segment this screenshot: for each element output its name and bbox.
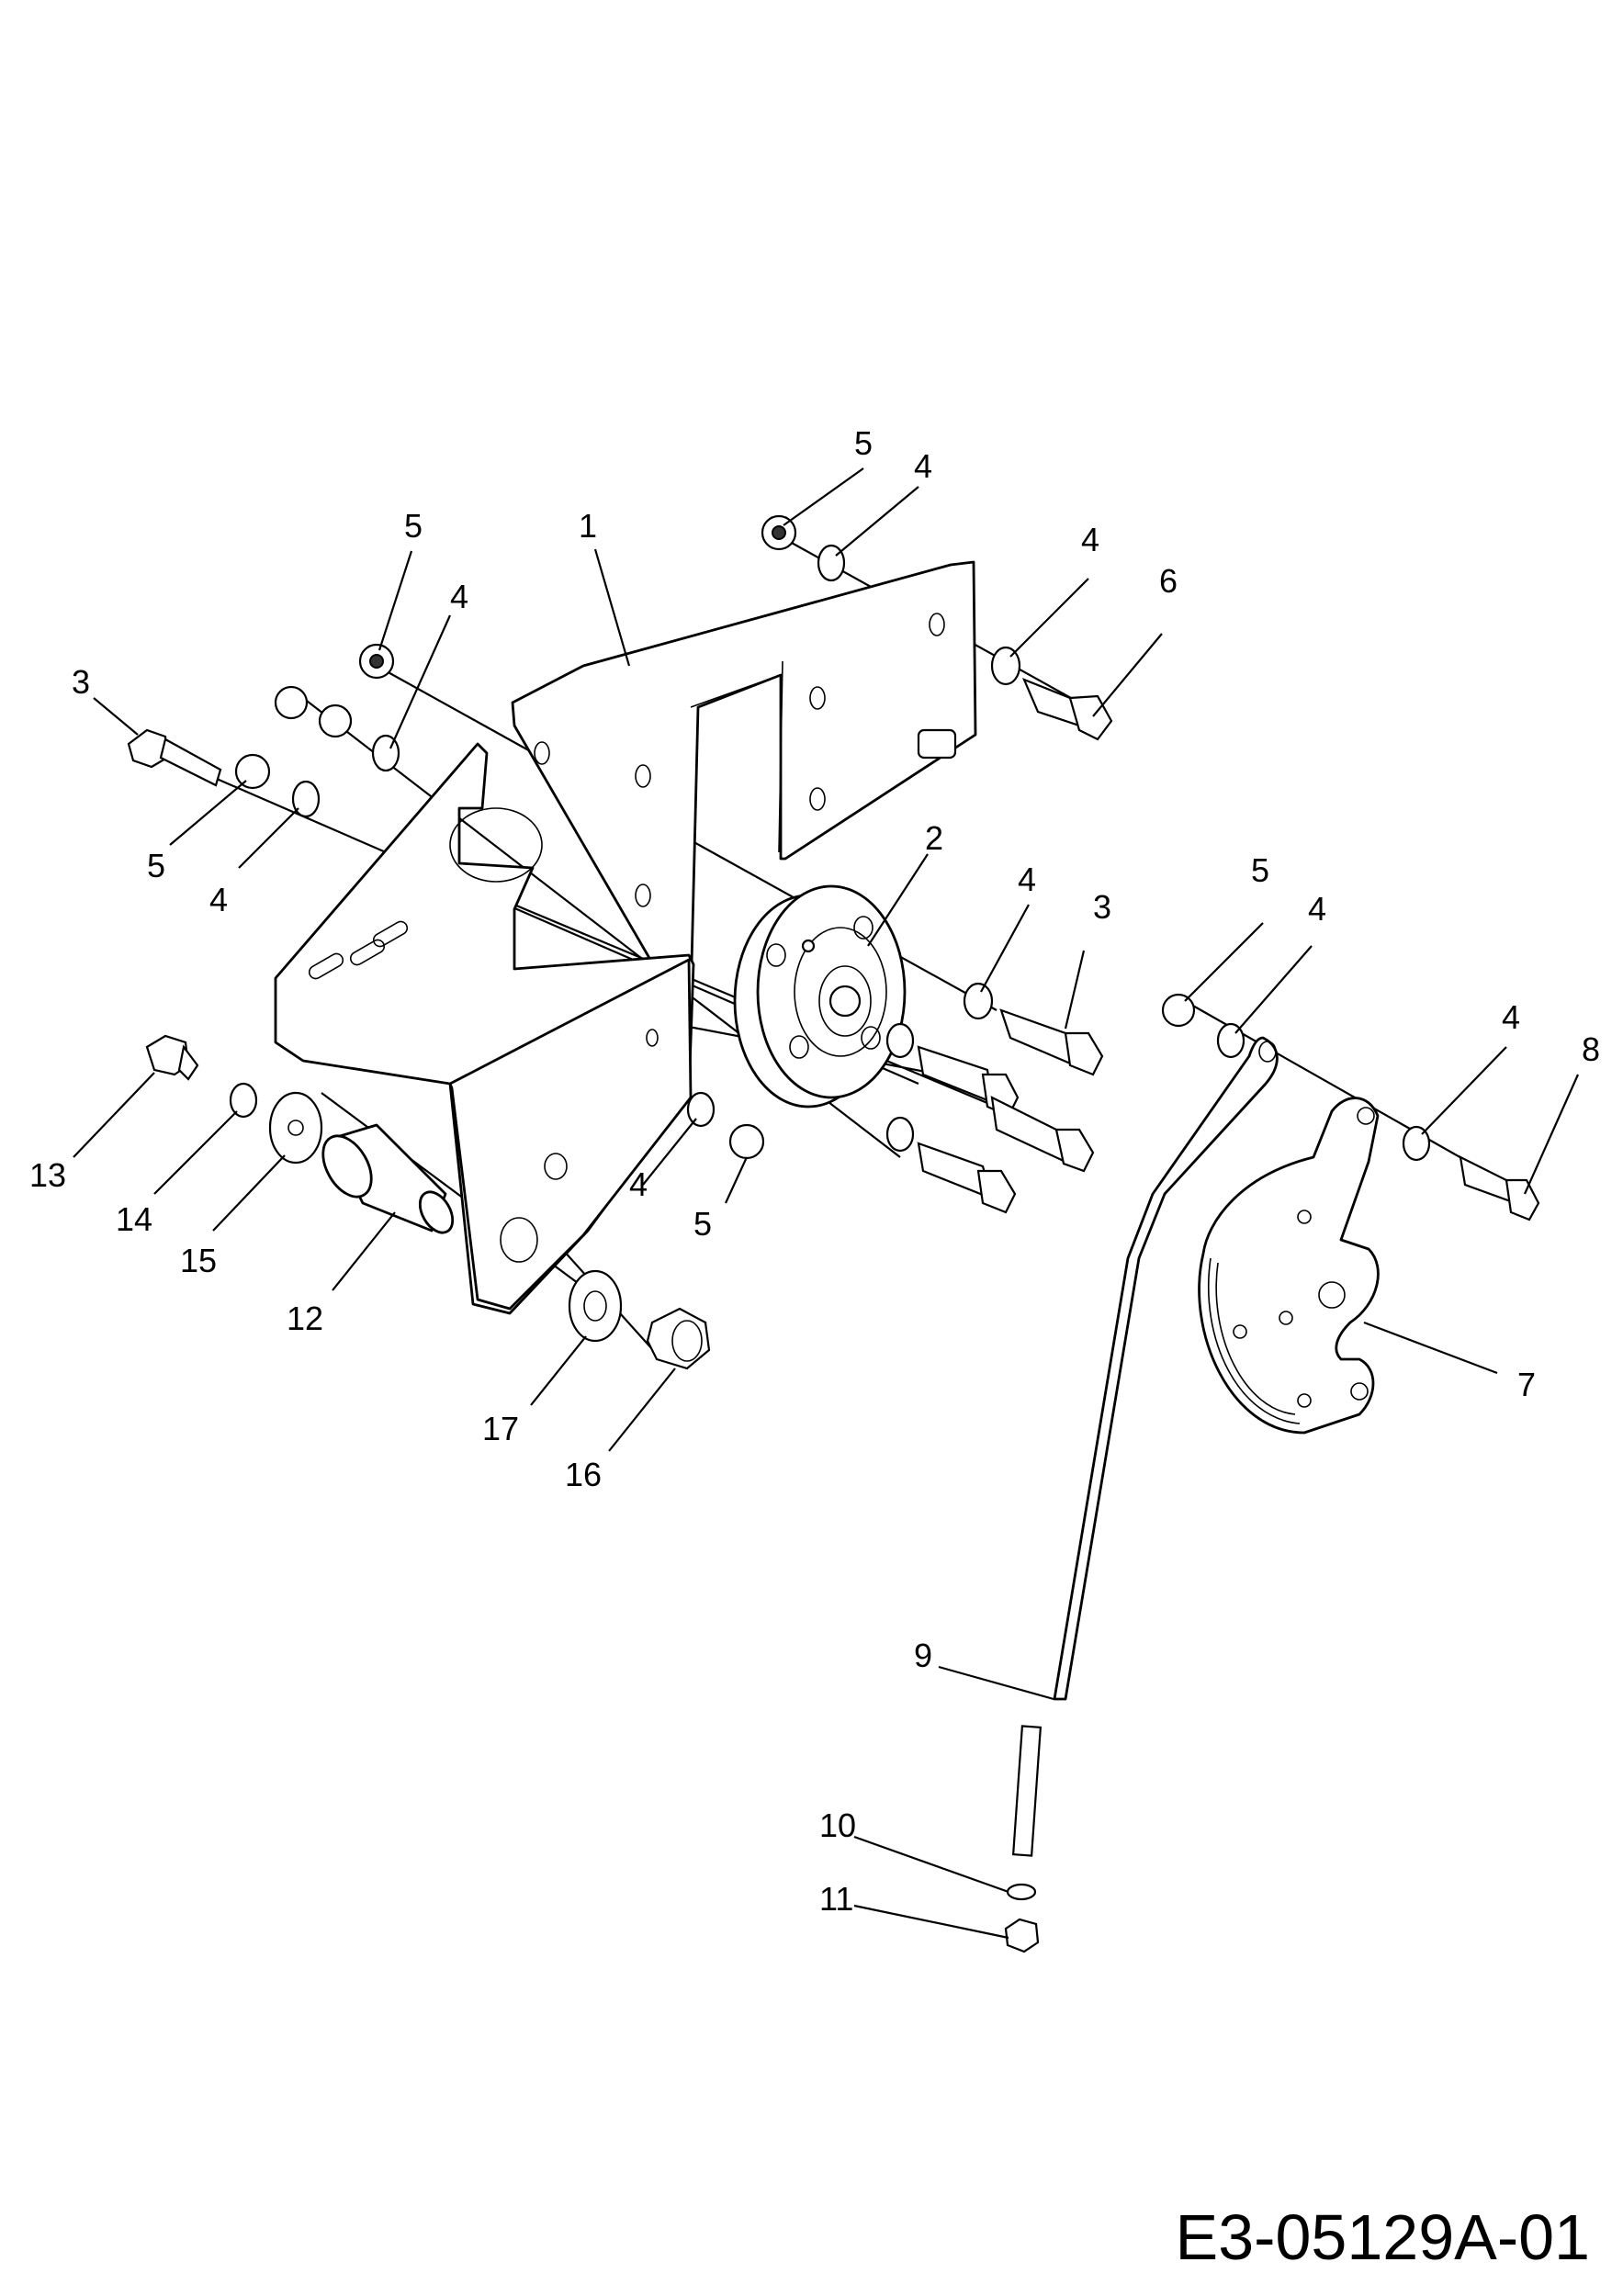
callout-1: 1 [579,507,597,545]
callout-14: 14 [116,1200,152,1238]
washer-icon [885,1022,915,1059]
callout-6: 6 [1159,562,1178,600]
callout-4: 4 [1018,861,1036,898]
washer-icon [1402,1125,1431,1162]
washer-icon [568,1269,623,1343]
callout-9: 9 [914,1637,932,1674]
nut-icon [728,1123,765,1160]
callout-10: 10 [819,1806,856,1844]
part-1-lower-plate [274,742,695,1315]
callout-5: 5 [1251,851,1269,889]
nut-icon [1161,993,1196,1028]
callout-5: 5 [404,507,423,545]
nut-icon [1004,1918,1040,1953]
callout-4: 4 [450,578,468,615]
washer-icon [268,1091,323,1165]
callout-labels: 1 2 3 3 4 4 4 4 4 4 4 4 5 5 5 5 5 6 7 8 … [29,424,1600,1918]
nut-icon [318,703,353,738]
washer-icon [1006,1883,1037,1901]
callout-11: 11 [819,1880,853,1918]
nut-icon [646,1307,711,1370]
drawing-number-label: E3-05129A-01 [1175,2201,1590,2273]
leader-lines [73,467,1580,1940]
callout-4: 4 [1308,890,1326,928]
nut-icon [234,753,271,790]
callout-15: 15 [180,1242,217,1279]
callout-5: 5 [147,847,165,884]
washer-icon [229,1082,258,1119]
bolt-icon [990,1096,1067,1165]
part-9-rod [1011,1036,1279,1857]
washer-icon [963,982,994,1020]
part-7-cam-plate [1198,1097,1380,1435]
callout-4: 4 [914,447,932,485]
callout-13: 13 [29,1156,66,1194]
callout-3: 3 [72,663,90,701]
part-12-spacer-shaft [321,1123,455,1234]
callout-12: 12 [287,1300,323,1337]
callout-4: 4 [629,1165,648,1203]
callout-7: 7 [1517,1366,1536,1403]
callout-16: 16 [565,1456,602,1493]
bolt-icon [999,1008,1076,1067]
washer-icon [291,780,321,818]
callout-5: 5 [854,424,873,462]
part-1-main-bracket [511,560,977,1012]
callout-3: 3 [1093,888,1111,926]
washer-icon [990,646,1021,686]
nut-icon [274,685,309,720]
callout-17: 17 [482,1410,519,1447]
bolt-icon [917,1045,994,1104]
callout-4: 4 [1502,998,1520,1036]
callout-2: 2 [925,819,943,857]
callout-8: 8 [1582,1030,1600,1068]
callout-4: 4 [209,881,228,918]
callout-5: 5 [693,1205,712,1243]
callout-4: 4 [1081,521,1099,558]
washer-icon [686,1091,716,1128]
washer-icon [885,1116,915,1153]
bolt-icon [127,728,169,769]
part-2-bearing-flange [733,884,907,1109]
